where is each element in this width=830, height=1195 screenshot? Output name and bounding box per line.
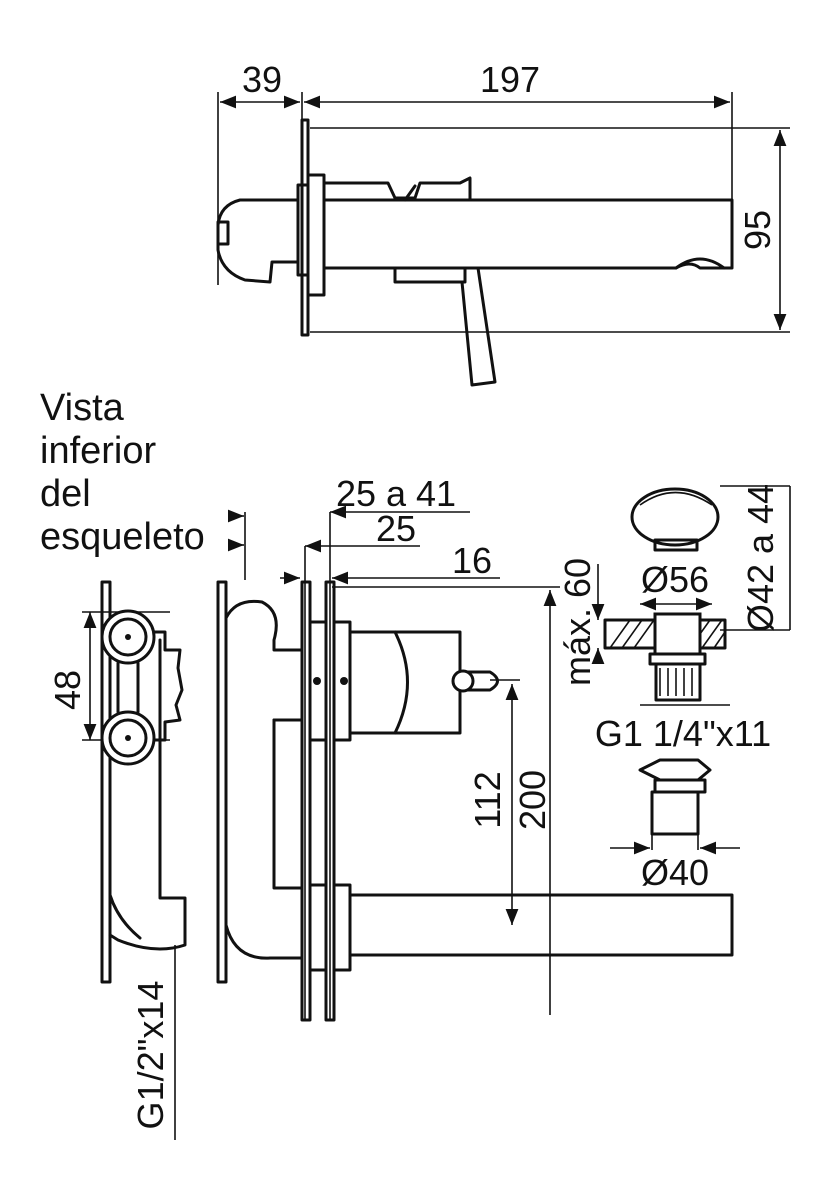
side-view xyxy=(216,92,790,387)
dim-d42-a-44: Ø42 a 44 xyxy=(740,484,781,632)
dim-25-a-41: 25 a 41 xyxy=(336,473,456,514)
front-view xyxy=(216,505,734,1022)
view-label-line2: inferior xyxy=(40,430,156,472)
dim-48: 48 xyxy=(47,670,88,710)
dim-d56: Ø56 xyxy=(641,559,709,600)
dim-25: 25 xyxy=(376,508,416,549)
dim-200: 200 xyxy=(512,770,553,830)
dim-95: 95 xyxy=(737,210,778,250)
dim-16: 16 xyxy=(452,540,492,581)
dim-max-60: máx. 60 xyxy=(557,558,598,686)
dim-39: 39 xyxy=(242,59,282,100)
dim-112: 112 xyxy=(467,771,508,828)
view-label-line4: esqueleto xyxy=(40,516,205,558)
view-label-line1: Vista xyxy=(40,387,125,429)
skeleton-bottom-view xyxy=(82,580,187,1140)
thread-g1-1-4: G1 1/4"x11 xyxy=(595,713,771,754)
thread-g12: G1/2"x14 xyxy=(130,981,171,1130)
dim-197: 197 xyxy=(480,59,540,100)
knob-detail xyxy=(591,485,791,855)
dim-d40: Ø40 xyxy=(641,852,709,893)
view-label-line3: del xyxy=(40,473,91,515)
